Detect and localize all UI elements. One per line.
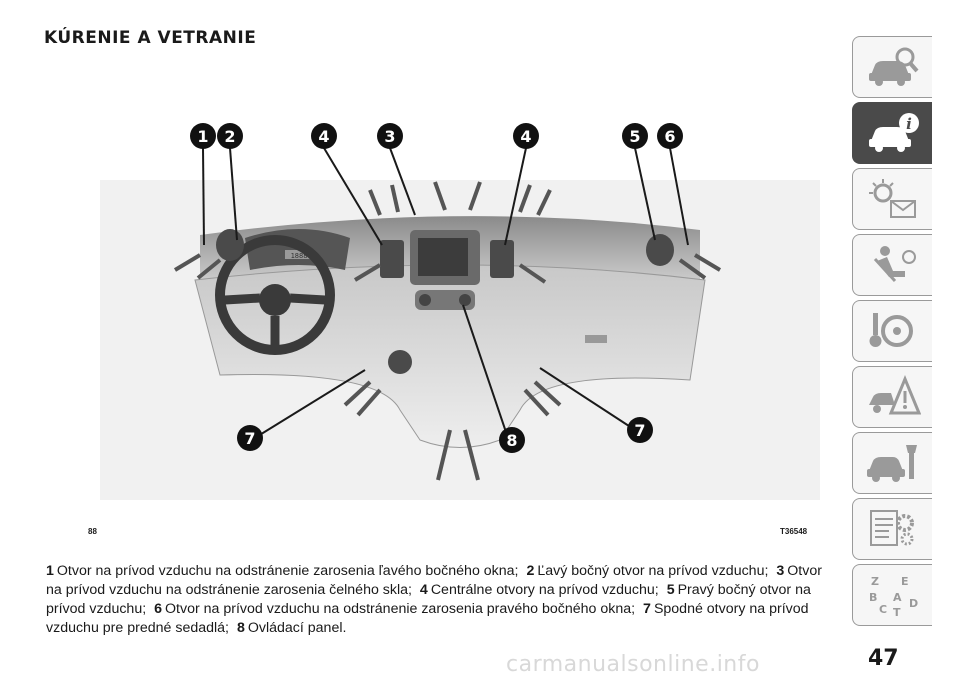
warning-light-message-icon (868, 179, 916, 218)
alphabetical-index-icon: Z E B A D C T (869, 575, 918, 617)
center-vent-left (380, 240, 404, 278)
caption-text-8: Ovládací panel. (247, 620, 347, 636)
callout-4-left: 4 (318, 127, 329, 146)
tab-emergency[interactable] (852, 366, 932, 428)
callout-2: 2 (224, 127, 235, 146)
cluster-display-text: 1888 (291, 252, 308, 260)
callout-5-badge (622, 123, 648, 149)
cluster-display (285, 250, 313, 259)
watermark: carmanualsonline.info (506, 652, 760, 677)
seat-airbag-icon (873, 246, 916, 283)
tab-warning-lights[interactable] (852, 168, 932, 230)
left-side-vent (216, 229, 244, 261)
caption-num-1: 1 (46, 563, 54, 579)
callout-6-badge (657, 123, 683, 149)
infotainment-screen (418, 238, 468, 276)
callout-7-left: 7 (244, 429, 255, 448)
tab-technical-data[interactable] (852, 498, 932, 560)
callout-7-left-badge (237, 425, 263, 451)
caption-num-7: 7 (643, 601, 651, 617)
caption-num-5: 5 (666, 582, 675, 598)
dashboard-figure: 1888 (80, 120, 840, 540)
callout-6: 6 (664, 127, 675, 146)
callout-5: 5 (629, 127, 640, 146)
figure-code: T36548 (780, 527, 808, 536)
steering-spokes (224, 293, 326, 348)
tab-car-search[interactable] (852, 36, 932, 98)
caption-text-4: Centrálne otvory na prívod vzduchu; (430, 582, 659, 598)
caption-num-6: 6 (154, 601, 163, 617)
callout-1-badge (190, 123, 216, 149)
callout-7-right: 7 (634, 421, 645, 440)
callout-4-right: 4 (520, 127, 531, 146)
index-letter-a: A (893, 591, 902, 604)
figure-number: 88 (88, 527, 97, 536)
right-side-vent (646, 234, 674, 266)
car-info-icon: i (868, 113, 919, 152)
tab-index[interactable]: Z E B A D C T (852, 564, 932, 626)
caption-text-7: Spodné otvory na prívod vzduchu pre pred… (46, 601, 809, 636)
index-letter-e: E (901, 575, 909, 588)
callout-7-right-badge (627, 417, 653, 443)
gear-lever (388, 350, 412, 374)
callout-4-right-badge (513, 123, 539, 149)
car-breakdown-triangle-icon (868, 375, 921, 415)
callout-8-badge (499, 427, 525, 453)
page-number: 47 (868, 646, 899, 671)
callout-3: 3 (384, 127, 395, 146)
index-letter-t: T (893, 606, 901, 617)
index-letter-z: Z (871, 575, 879, 588)
steering-key-icon (869, 313, 913, 347)
airflow-arrows (173, 181, 722, 481)
chapter-tabs: i (852, 36, 934, 630)
climate-control-panel (415, 290, 475, 310)
specs-gears-icon (869, 510, 914, 546)
caption-text-3: Otvor na prívod vzduchu na odstránenie z… (46, 563, 822, 598)
caption-num-4: 4 (419, 582, 428, 598)
index-letter-b: B (869, 591, 877, 604)
glovebox-handle (585, 335, 607, 343)
callout-4-left-badge (311, 123, 337, 149)
section-title: KÚRENIE A VETRANIE (44, 28, 257, 48)
index-letter-c: C (879, 603, 887, 616)
tab-car-info[interactable]: i (852, 102, 932, 164)
car-wrench-icon (866, 445, 917, 482)
callout-2-badge (217, 123, 243, 149)
caption-num-8: 8 (236, 620, 245, 636)
steering-wheel (215, 235, 335, 355)
caption-num-2: 2 (526, 563, 535, 579)
tab-maintenance[interactable] (852, 432, 932, 494)
index-letter-d: D (909, 597, 918, 610)
callout-3-badge (377, 123, 403, 149)
car-search-icon (868, 47, 919, 86)
svg-text:i: i (906, 115, 912, 133)
callout-1: 1 (197, 127, 208, 146)
callout-8: 8 (506, 431, 517, 450)
caption-text-1: Otvor na prívod vzduchu na odstránenie z… (56, 563, 519, 579)
caption-text-5: Pravý bočný otvor na prívod vzduchu; (46, 582, 811, 617)
steering-hub (259, 284, 291, 316)
tab-starting-driving[interactable] (852, 300, 932, 362)
tab-safety[interactable] (852, 234, 932, 296)
caption-text-6: Otvor na prívod vzduchu na odstránenie z… (165, 601, 636, 617)
callout-leaders (202, 147, 689, 439)
caption-text-2: Ľavý bočný otvor na prívod vzduchu; (537, 563, 769, 579)
center-vent-right (490, 240, 514, 278)
caption-num-3: 3 (776, 563, 785, 579)
